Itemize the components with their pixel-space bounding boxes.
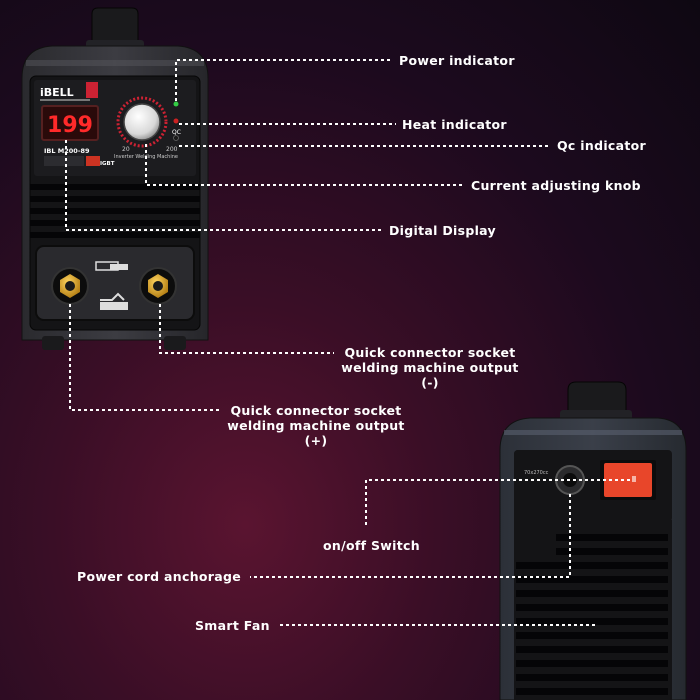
- ground-clamp-icon: [100, 292, 125, 301]
- label-socket-negative-line1: Quick connector socket: [344, 345, 516, 360]
- display-value: 199: [47, 113, 93, 138]
- dial-max: 200: [166, 146, 178, 153]
- label-socket-negative-line2: welding machine output: [341, 360, 519, 375]
- cable-spec: 70x270cc: [524, 470, 549, 476]
- label-socket-negative: Quick connector socket welding machine o…: [330, 345, 530, 390]
- label-smart-fan: Smart Fan: [195, 618, 270, 633]
- current-knob[interactable]: [123, 103, 161, 141]
- label-power-cord: Power cord anchorage: [77, 569, 242, 584]
- label-socket-positive-line3: (+): [304, 433, 328, 448]
- label-digital-display: Digital Display: [389, 223, 496, 238]
- label-current-knob: Current adjusting knob: [471, 178, 641, 193]
- label-socket-positive-line2: welding machine output: [227, 418, 405, 433]
- brand-mark-icon: [86, 82, 98, 98]
- dial-min: 20: [122, 146, 130, 153]
- label-socket-positive: Quick connector socket welding machine o…: [216, 403, 416, 448]
- welding-machine-front: iBELL 199 IBL M200-89 IGBT 20 200 Invert…: [21, 7, 209, 350]
- brand-logo: iBELL: [40, 86, 74, 99]
- welding-machine-back: 70x270cc: [499, 381, 687, 700]
- heat-indicator-led: [173, 118, 179, 124]
- label-heat-indicator: Heat indicator: [402, 117, 507, 132]
- power-indicator-led: [173, 101, 179, 107]
- front-vents: [30, 184, 200, 238]
- label-power-indicator: Power indicator: [399, 53, 515, 68]
- digital-display: [41, 105, 99, 141]
- label-socket-positive-line1: Quick connector socket: [230, 403, 402, 418]
- qc-indicator-led: [173, 135, 179, 141]
- fan-grille: [516, 534, 668, 695]
- label-onoff-switch: on/off Switch: [323, 538, 420, 553]
- label-socket-negative-line3: (-): [421, 375, 439, 390]
- label-qc-indicator: Qc indicator: [557, 138, 646, 153]
- igbt-badge: IGBT: [100, 161, 115, 167]
- model-number: IBL M200-89: [44, 147, 90, 155]
- qc-mark: QC: [172, 129, 181, 136]
- callout-lines: [65, 59, 630, 626]
